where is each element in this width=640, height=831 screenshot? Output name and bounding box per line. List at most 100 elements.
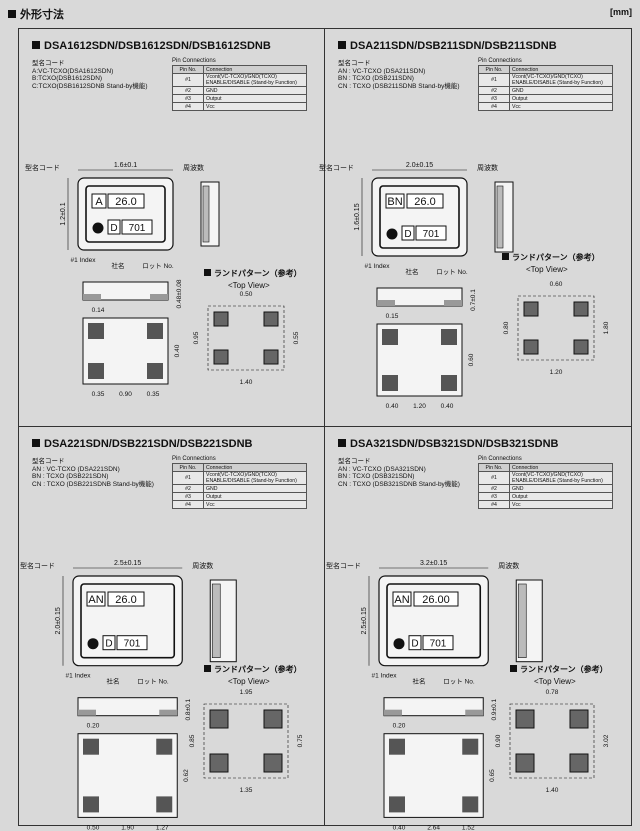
product-title: DSA321SDN/DSB321SDN/DSB321SDNB [338,438,558,450]
front-electrode [159,709,178,716]
model-code-line: AN : VC-TCXO (DSA211SDN) [338,67,426,75]
dim-width: 2.0±0.15 [406,162,433,169]
land-outline [207,305,285,371]
lot-box [401,225,415,241]
product-title: DSA221SDN/DSB221SDN/DSB221SDNB [32,438,252,450]
dim-height: 2.0±0.15 [55,607,62,634]
lot-box [107,219,121,235]
freq-label: 周波数 [477,163,498,172]
lot-letter: D [411,639,418,650]
pin-connection: Vcc [203,500,307,509]
bullet-square-icon [510,665,517,672]
land-dim-2: 1.80 [603,321,610,334]
lotno-box [422,635,454,651]
land-dim-1: 0.50 [240,291,253,298]
lot-number: 701 [124,639,141,650]
land-pad [209,753,229,773]
top-view-label: <Top View> [534,677,576,686]
type-code-label: 型名コード [326,561,361,570]
land-dim-4: 1.40 [240,379,253,386]
land-pad [213,349,229,365]
freq-box [406,193,444,209]
bullet-square-icon [338,439,346,447]
side-view-lid [202,185,210,243]
type-code-label: 型名コード [20,561,55,570]
lot-number: 701 [129,223,146,234]
bottom-pad [156,738,173,755]
type-code-label: 型名コード [319,163,354,172]
index-dot-icon [386,228,398,240]
front-electrode [78,709,96,716]
dim-a: 0.40 [393,824,406,831]
package-outline [77,177,174,251]
dim-height: 2.5±0.15 [361,607,368,634]
lot-number: 701 [430,639,447,650]
lotno-box [415,225,447,241]
land-pad [523,301,539,317]
product-title-text: DSA321SDN/DSB321SDN/DSB321SDNB [350,438,559,450]
land-pad [213,311,229,327]
lot-label: ロット No. [443,679,475,686]
lot-number: 701 [423,229,440,240]
package-lid [80,583,176,659]
pin-caption: Pin Connections [172,456,216,462]
bottom-pad [156,796,173,813]
model-code-line: CN : TCXO (DSB321SDNB Stand-by機能) [338,480,460,488]
bottom-pad [83,796,99,813]
package-outline [72,575,183,667]
land-pad [569,753,589,773]
front-electrode [377,300,395,306]
type-code-text: A [95,196,103,208]
dim-a: 0.50 [87,824,100,831]
section-header: 外形寸法 [8,6,64,22]
front-electrode [465,709,484,716]
model-code-line: 型名コード [32,458,65,465]
dim-d: 0.62 [183,769,190,782]
bullet-square-icon [204,269,211,276]
land-pad [209,709,229,729]
freq-label: 周波数 [183,163,204,172]
index-dot-icon [92,222,104,234]
dim-b: 1.90 [121,824,134,831]
type-code-text: AN [88,594,103,606]
model-code-line: BN : TCXO (DSB321SDN) [338,473,415,481]
dim-c: 0.40 [441,403,454,410]
pin-caption: Pin Connections [478,58,522,64]
bottom-pad [83,738,99,755]
land-dim-3: 0.80 [503,321,510,334]
land-outline [509,703,595,779]
land-dim-4: 1.35 [240,787,253,794]
index-label: #1 Index [365,263,391,270]
model-code-line: A:VC-TCXO(DSA1612SDN) [32,67,114,75]
package-lid [386,583,482,659]
dim-width: 3.2±0.15 [420,560,447,567]
package-outline [378,575,489,667]
dim-d: 0.40 [174,344,181,357]
bottom-pad [88,323,104,339]
land-pad [523,339,539,355]
land-dim-1: 0.60 [550,281,563,288]
model-code-line: C:TCXO(DSB1612SDNB Stand-by機能) [32,82,148,90]
land-pad [573,301,589,317]
land-pad [263,709,283,729]
bottom-pad [88,363,104,379]
land-pad [263,311,279,327]
land-outline [203,703,289,779]
dim-thickness: 0.9±0.1 [491,698,498,720]
package-lid [379,185,460,249]
top-view-label: <Top View> [228,677,270,686]
